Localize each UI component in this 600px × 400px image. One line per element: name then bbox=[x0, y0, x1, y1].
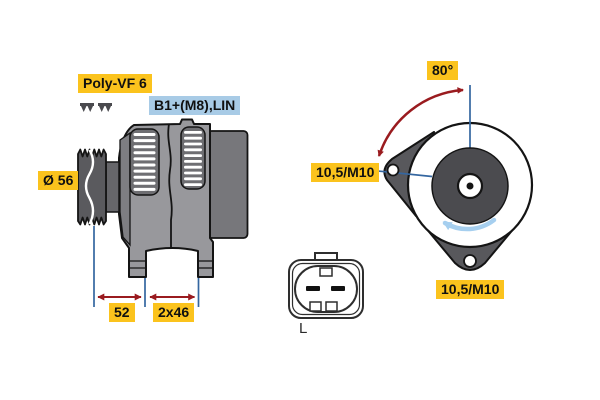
cooling-fins-rear bbox=[180, 126, 206, 190]
cooling-fins-front bbox=[129, 128, 160, 196]
pulley-break-line bbox=[84, 149, 95, 225]
mount-hole-bottom-label: 10,5/M10 bbox=[436, 280, 505, 299]
pulley bbox=[77, 148, 107, 226]
shaft-center bbox=[466, 182, 474, 190]
poly-v-belt-profile-icon bbox=[80, 103, 112, 112]
connector-slot-1 bbox=[309, 301, 322, 312]
pulley-hub bbox=[105, 161, 120, 213]
dim-52-label: 52 bbox=[109, 303, 135, 322]
alternator-front-view bbox=[367, 85, 534, 271]
connector-keyway bbox=[319, 267, 333, 277]
terminal-label: B1+(M8),LIN bbox=[149, 96, 241, 115]
angle-arc-arrow bbox=[377, 87, 464, 157]
connector-socket-oval bbox=[294, 265, 358, 313]
rear-housing bbox=[206, 130, 249, 239]
dimension-extension-lines bbox=[93, 226, 200, 307]
mount-angle-label: 80° bbox=[427, 61, 459, 80]
mount-hole-left-label: 10,5/M10 bbox=[311, 163, 380, 182]
belt-type-label: Poly-VF 6 bbox=[78, 74, 152, 93]
front-bracket-face bbox=[119, 131, 131, 247]
fin-slots bbox=[133, 133, 156, 191]
dim-2x46-label: 2x46 bbox=[153, 303, 195, 322]
rotation-direction-arrow-icon bbox=[442, 217, 497, 232]
connector-pin-2 bbox=[331, 286, 345, 291]
connector-drawing bbox=[288, 252, 364, 319]
fin-slots bbox=[184, 131, 202, 186]
connector-pin-label: L bbox=[299, 320, 308, 337]
housing-seam bbox=[167, 123, 173, 249]
pulley-diameter-label: Ø 56 bbox=[38, 171, 79, 190]
connector-slot-2 bbox=[325, 301, 338, 312]
mounting-feet-steps bbox=[129, 260, 213, 269]
connector-pin-1 bbox=[306, 286, 320, 291]
mount-hole-left bbox=[386, 163, 400, 177]
mount-hole-bottom bbox=[463, 254, 477, 268]
alternator-side-view bbox=[77, 103, 249, 307]
